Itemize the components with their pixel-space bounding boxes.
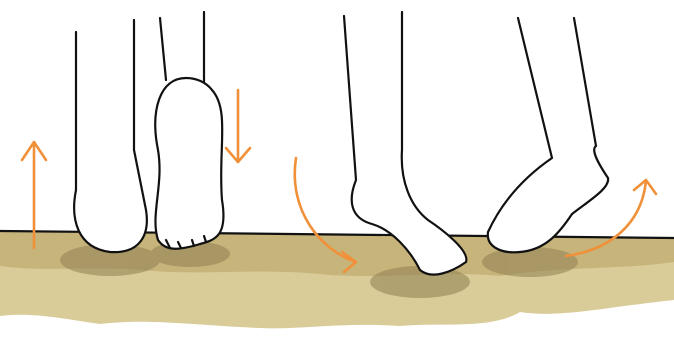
footprint-4	[482, 247, 578, 277]
foot-sole-outline	[155, 78, 223, 249]
foot-standing-outline	[74, 20, 147, 252]
arrow-down-icon	[226, 90, 250, 162]
foot-lift	[488, 18, 608, 252]
foot-lift-outline	[488, 18, 608, 252]
foot-sole	[155, 12, 223, 249]
foot-standing	[74, 20, 147, 252]
